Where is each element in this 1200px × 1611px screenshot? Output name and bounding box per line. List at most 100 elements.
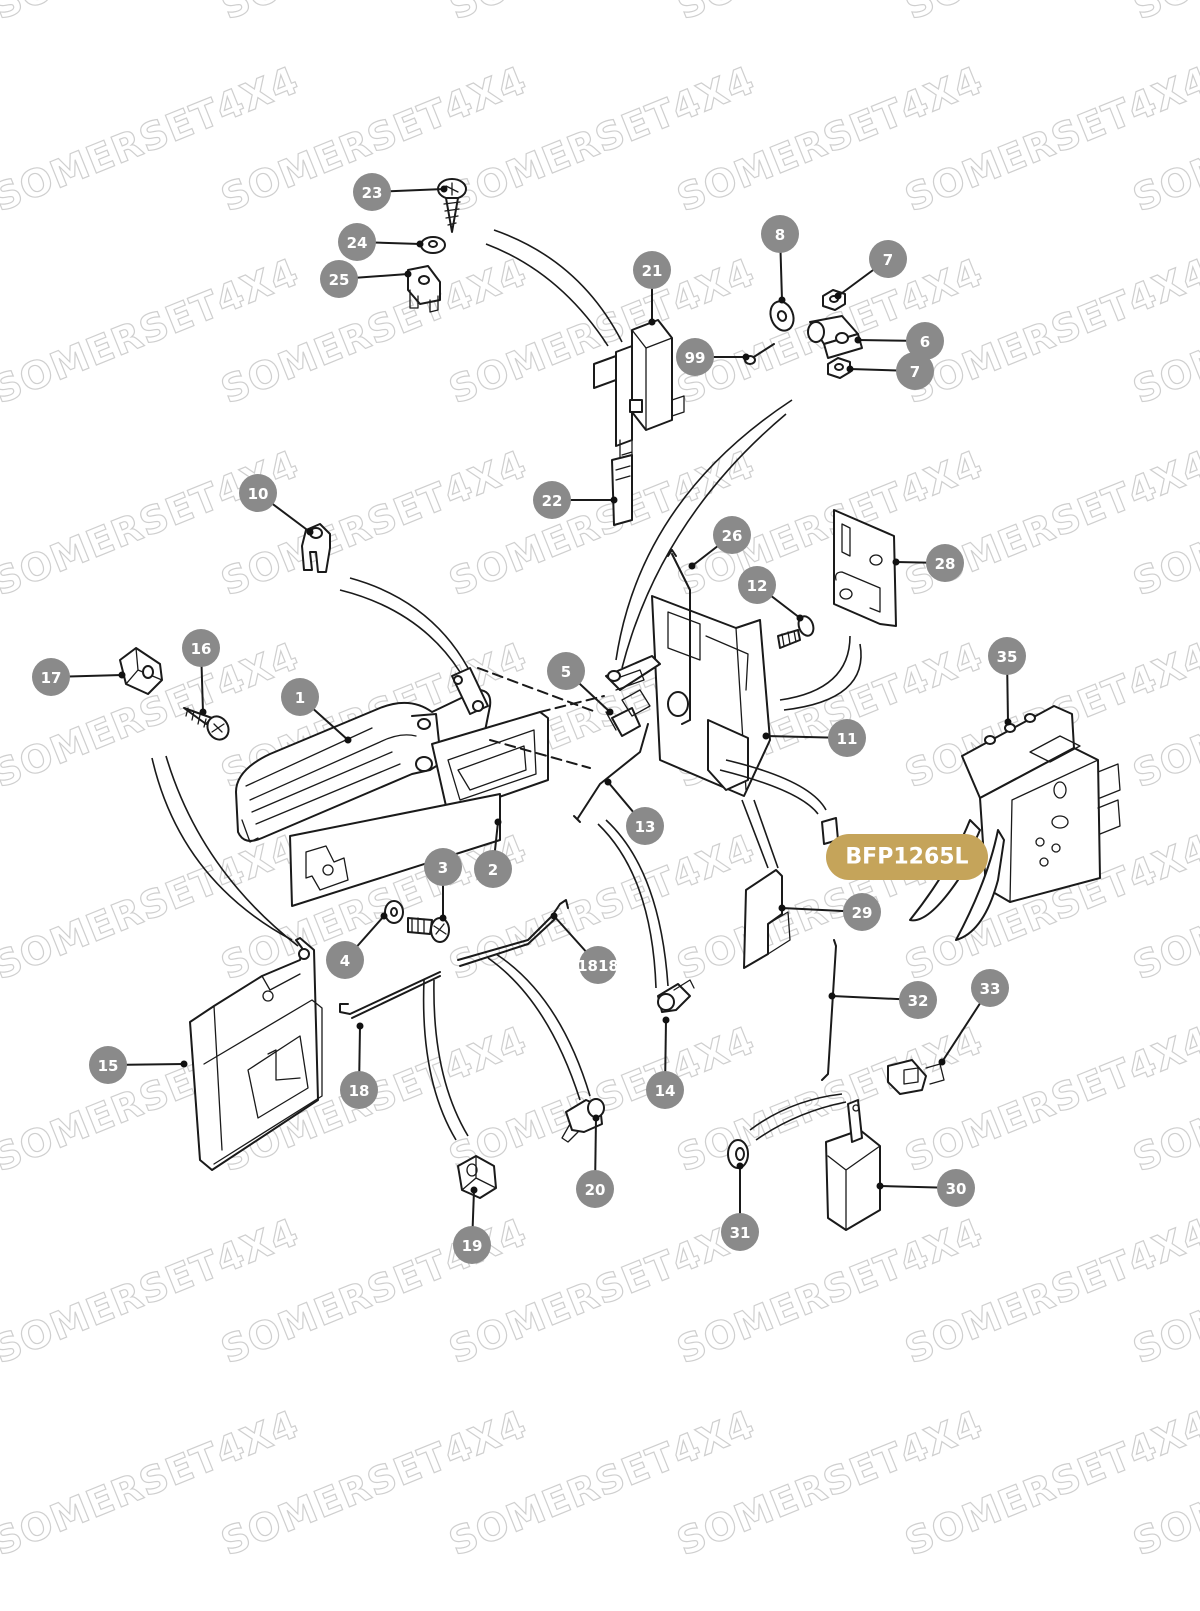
callout-16[interactable]: 16 xyxy=(182,629,220,667)
callout-number: 13 xyxy=(635,818,656,836)
callout-bubble[interactable] xyxy=(721,1213,759,1251)
callout-number: 31 xyxy=(730,1224,751,1242)
pointer-dot-1818 xyxy=(550,912,558,920)
callout-bubble[interactable] xyxy=(896,352,934,390)
callout-bubble[interactable] xyxy=(971,969,1009,1007)
callout-bubble[interactable] xyxy=(239,474,277,512)
part-latch-body-11 xyxy=(651,595,771,797)
callout-number: 1818 xyxy=(577,957,619,975)
callout-22[interactable]: 22 xyxy=(533,481,571,519)
pointer-dot-18 xyxy=(356,1022,364,1030)
callout-bubble[interactable] xyxy=(738,566,776,604)
callout-number: 5 xyxy=(561,663,571,681)
callout-30[interactable]: 30 xyxy=(937,1169,975,1207)
callout-13[interactable]: 13 xyxy=(626,807,664,845)
callout-15[interactable]: 15 xyxy=(89,1046,127,1084)
callout-29[interactable]: 29 xyxy=(843,893,881,931)
callout-bubble[interactable] xyxy=(626,807,664,845)
callout-3[interactable]: 3 xyxy=(424,848,462,886)
pointer-dot-30 xyxy=(876,1182,884,1190)
callout-1[interactable]: 1 xyxy=(281,678,319,716)
callout-31[interactable]: 31 xyxy=(721,1213,759,1251)
callout-bubble[interactable] xyxy=(182,629,220,667)
callout-20[interactable]: 20 xyxy=(576,1170,614,1208)
callout-2[interactable]: 2 xyxy=(474,850,512,888)
callout-33[interactable]: 33 xyxy=(971,969,1009,1007)
callout-bubble[interactable] xyxy=(533,481,571,519)
callout-bubble[interactable] xyxy=(320,260,358,298)
callout-bubble[interactable] xyxy=(326,941,364,979)
callout-bubble[interactable] xyxy=(646,1071,684,1109)
callout-7[interactable]: 7 xyxy=(869,240,907,278)
callout-bubble[interactable] xyxy=(424,848,462,886)
callout-12[interactable]: 12 xyxy=(738,566,776,604)
callout-number: 15 xyxy=(98,1057,119,1075)
callout-bubble[interactable] xyxy=(281,678,319,716)
callout-bubble[interactable] xyxy=(676,338,714,376)
part-screw-3 xyxy=(407,917,450,943)
part-code-label: BFP1265L xyxy=(845,845,968,870)
callout-5[interactable]: 5 xyxy=(547,652,585,690)
callout-19[interactable]: 19 xyxy=(453,1226,491,1264)
callout-bubble[interactable] xyxy=(32,658,70,696)
callout-bubble[interactable] xyxy=(869,240,907,278)
pointer-dot-12 xyxy=(796,614,804,622)
callout-bubble[interactable] xyxy=(988,637,1026,675)
pointer-dot-4 xyxy=(380,912,388,920)
callout-32[interactable]: 32 xyxy=(899,981,937,1019)
callout-bubble[interactable] xyxy=(937,1169,975,1207)
callout-bubble[interactable] xyxy=(633,251,671,289)
callout-35[interactable]: 35 xyxy=(988,637,1026,675)
pointer-dot-6 xyxy=(854,336,862,344)
part-lock-assembly-21-22 xyxy=(593,319,685,526)
callout-bubble[interactable] xyxy=(713,516,751,554)
callout-14[interactable]: 14 xyxy=(646,1071,684,1109)
callout-bubble[interactable] xyxy=(579,946,617,984)
callout-bubble[interactable] xyxy=(474,850,512,888)
callout-11[interactable]: 11 xyxy=(828,719,866,757)
callout-28[interactable]: 28 xyxy=(926,544,964,582)
callout-17[interactable]: 17 xyxy=(32,658,70,696)
pointer-dot-13 xyxy=(604,778,612,786)
callout-number: 26 xyxy=(722,527,743,545)
callout-bubble[interactable] xyxy=(89,1046,127,1084)
callout-1818[interactable]: 1818 xyxy=(577,946,619,984)
callout-26[interactable]: 26 xyxy=(713,516,751,554)
callout-number: 30 xyxy=(946,1180,967,1198)
callout-number: 99 xyxy=(685,349,706,367)
callout-number: 7 xyxy=(883,251,893,269)
callout-number: 35 xyxy=(997,648,1018,666)
part-lever-5 xyxy=(605,655,661,737)
callout-bubble[interactable] xyxy=(340,1071,378,1109)
callout-bubble[interactable] xyxy=(843,893,881,931)
callout-7[interactable]: 7 xyxy=(896,352,934,390)
callout-bubble[interactable] xyxy=(828,719,866,757)
callout-bubble[interactable] xyxy=(761,215,799,253)
callout-number: 4 xyxy=(340,952,350,970)
part-clip-33 xyxy=(887,1059,945,1095)
callout-bubble[interactable] xyxy=(353,173,391,211)
callout-10[interactable]: 10 xyxy=(239,474,277,512)
callout-bubble[interactable] xyxy=(547,652,585,690)
callout-24[interactable]: 24 xyxy=(338,223,376,261)
callout-bubble[interactable] xyxy=(338,223,376,261)
callout-bubble[interactable] xyxy=(576,1170,614,1208)
callout-6[interactable]: 6 xyxy=(906,322,944,360)
callout-bubble[interactable] xyxy=(906,322,944,360)
callout-99[interactable]: 99 xyxy=(676,338,714,376)
pointer-dot-35 xyxy=(1004,718,1012,726)
pointer-dot-8 xyxy=(778,296,786,304)
callout-21[interactable]: 21 xyxy=(633,251,671,289)
callout-bubble[interactable] xyxy=(899,981,937,1019)
callout-4[interactable]: 4 xyxy=(326,941,364,979)
callout-18[interactable]: 18 xyxy=(340,1071,378,1109)
callout-number: 16 xyxy=(191,640,212,658)
callout-23[interactable]: 23 xyxy=(353,173,391,211)
callout-25[interactable]: 25 xyxy=(320,260,358,298)
pointer-dot-7 xyxy=(846,365,854,373)
callout-bubble[interactable] xyxy=(453,1226,491,1264)
pointer-dot-31 xyxy=(736,1162,744,1170)
callout-8[interactable]: 8 xyxy=(761,215,799,253)
callout-bubble[interactable] xyxy=(926,544,964,582)
